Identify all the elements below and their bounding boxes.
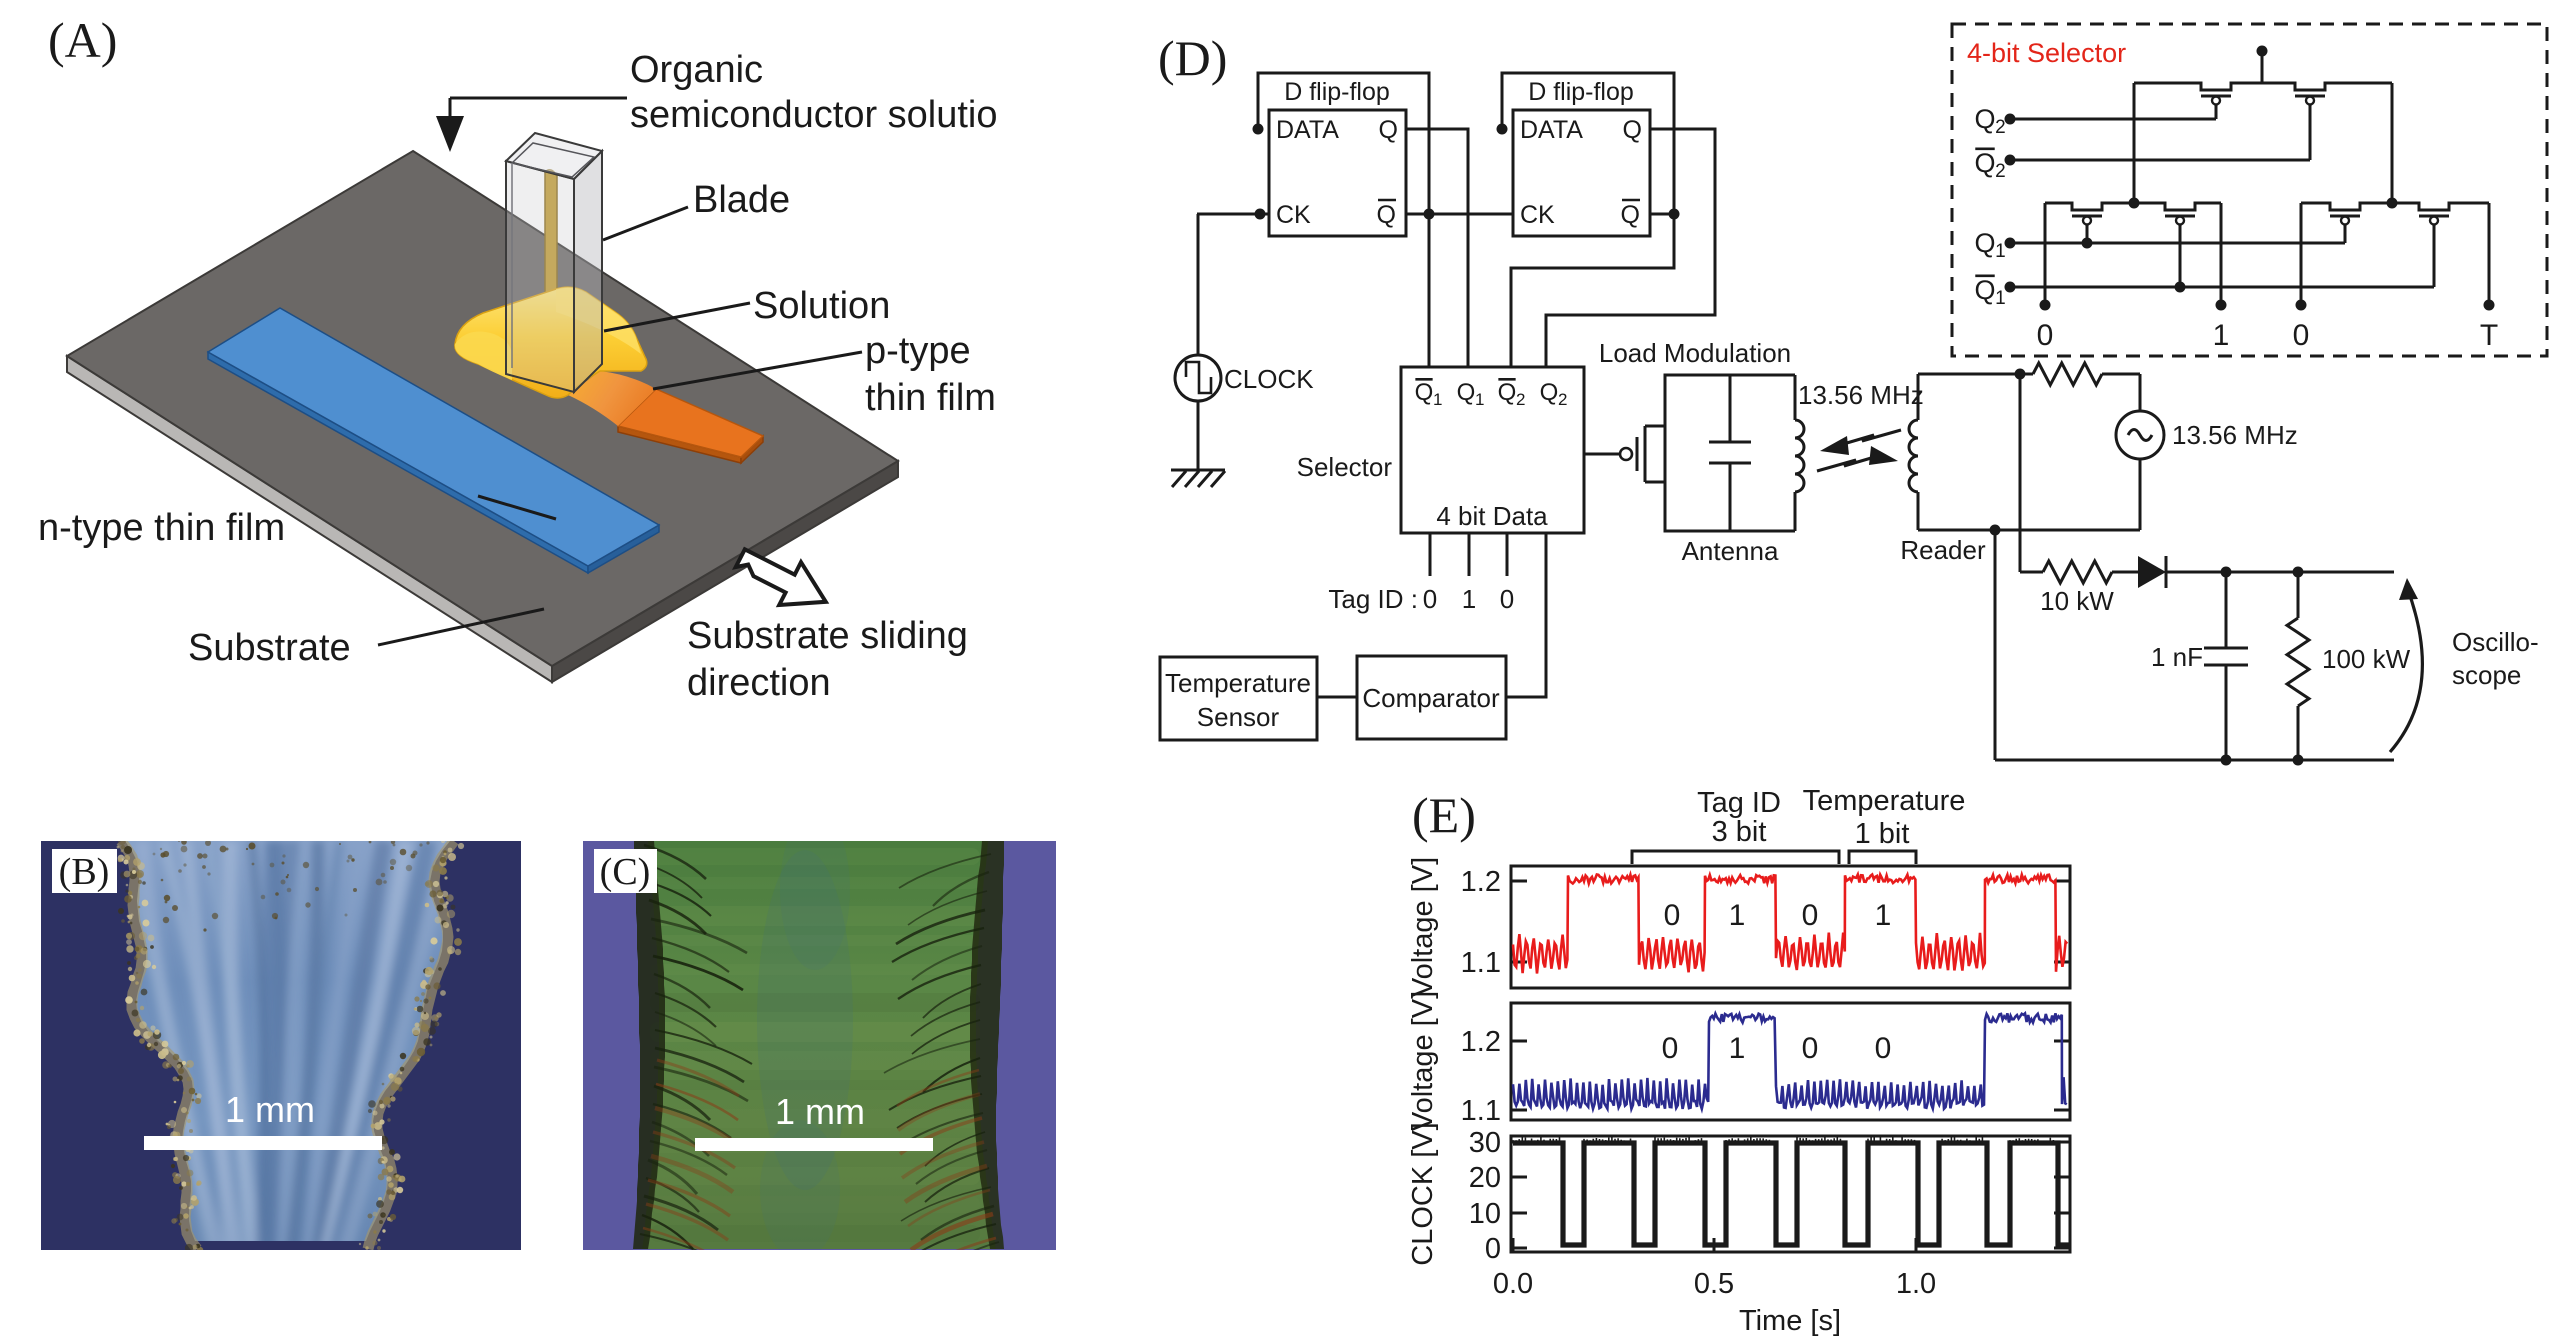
svg-text:Substrate sliding: Substrate sliding [687,615,968,657]
svg-text:Q: Q [1379,116,1398,144]
svg-text:1: 1 [1462,584,1476,614]
svg-text:(A): (A) [48,12,117,68]
svg-text:0: 0 [1500,584,1514,614]
svg-text:p-type: p-type [865,330,971,372]
svg-text:1: 1 [1433,390,1442,409]
svg-text:Q: Q [1377,201,1396,229]
svg-text:100 kW: 100 kW [2322,644,2411,674]
svg-text:CK: CK [1520,201,1555,229]
svg-text:0: 0 [1664,899,1681,932]
svg-text:1 bit: 1 bit [1855,818,1910,850]
svg-text:1.1: 1.1 [1461,947,1501,979]
svg-text:Load Modulation: Load Modulation [1599,338,1791,368]
svg-text:Comparator: Comparator [1362,683,1500,713]
svg-text:30: 30 [1469,1127,1501,1159]
svg-text:semiconductor solutio: semiconductor solutio [630,94,998,136]
svg-text:Voltage [V]: Voltage [V] [1407,991,1439,1131]
svg-text:Q: Q [1457,379,1476,406]
svg-text:Solution: Solution [753,285,890,327]
svg-text:n-type thin film: n-type thin film [38,507,285,549]
svg-text:0: 0 [1802,1032,1819,1065]
svg-text:1.2: 1.2 [1461,866,1501,898]
svg-text:Q: Q [1974,148,1995,178]
svg-text:2: 2 [1995,117,2006,138]
svg-text:scope: scope [2452,660,2521,690]
svg-text:0: 0 [2037,319,2054,352]
svg-text:D flip-flop: D flip-flop [1528,78,1634,106]
svg-text:Q: Q [1498,379,1517,406]
svg-text:1.1: 1.1 [1461,1095,1501,1127]
svg-text:13.56 MHz: 13.56 MHz [2172,420,2298,450]
svg-text:(E): (E) [1412,787,1476,843]
svg-text:Q: Q [1974,104,1995,134]
svg-text:Q: Q [1621,201,1640,229]
svg-text:DATA: DATA [1276,116,1339,144]
svg-text:Tag ID :: Tag ID : [1328,584,1418,614]
svg-text:3 bit: 3 bit [1712,816,1767,848]
svg-text:CLOCK [V]: CLOCK [V] [1407,1122,1439,1265]
svg-text:(C): (C) [600,851,651,893]
svg-text:0: 0 [1875,1032,1892,1065]
svg-text:2: 2 [1995,161,2006,182]
svg-text:Selector: Selector [1297,452,1393,482]
svg-text:(D): (D) [1158,30,1227,86]
svg-text:Q: Q [1974,275,1995,305]
svg-text:T: T [2480,319,2498,352]
svg-text:1: 1 [1995,288,2006,309]
svg-text:Tag ID: Tag ID [1697,787,1781,819]
svg-text:Temperature: Temperature [1803,785,1966,817]
svg-text:Q: Q [1415,379,1434,406]
svg-text:Time [s]: Time [s] [1739,1305,1841,1337]
svg-text:DATA: DATA [1520,116,1583,144]
svg-text:2: 2 [1516,390,1525,409]
svg-text:0.5: 0.5 [1694,1268,1734,1300]
svg-text:13.56 MHz: 13.56 MHz [1798,380,1924,410]
svg-text:Organic: Organic [630,49,763,91]
svg-text:Antenna: Antenna [1682,536,1779,566]
svg-text:Blade: Blade [693,179,790,221]
svg-text:1: 1 [1729,899,1746,932]
svg-text:10 kW: 10 kW [2040,586,2114,616]
svg-text:Voltage [V]: Voltage [V] [1407,857,1439,997]
svg-text:1: 1 [1995,241,2006,262]
svg-text:direction: direction [687,662,831,704]
svg-text:Q: Q [1623,116,1642,144]
svg-text:1: 1 [1729,1032,1746,1065]
svg-text:Temperature: Temperature [1165,668,1311,698]
svg-text:1: 1 [1475,390,1484,409]
svg-text:CK: CK [1276,201,1311,229]
svg-text:1: 1 [2213,319,2230,352]
svg-text:Q: Q [1974,228,1995,258]
svg-text:Q: Q [1540,379,1559,406]
svg-text:0: 0 [1662,1032,1679,1065]
svg-text:4-bit Selector: 4-bit Selector [1967,38,2126,68]
svg-text:1.2: 1.2 [1461,1026,1501,1058]
svg-text:Substrate: Substrate [188,627,351,669]
svg-text:1: 1 [1875,899,1892,932]
svg-text:1 mm: 1 mm [775,1091,865,1132]
svg-text:1.0: 1.0 [1896,1268,1936,1300]
svg-text:1 nF: 1 nF [2151,642,2203,672]
svg-text:10: 10 [1469,1198,1501,1230]
svg-text:4 bit Data: 4 bit Data [1436,501,1548,531]
svg-text:D flip-flop: D flip-flop [1284,78,1390,106]
svg-text:1 mm: 1 mm [225,1089,315,1130]
svg-text:0.0: 0.0 [1493,1268,1533,1300]
svg-text:Reader: Reader [1900,535,1986,565]
svg-text:Oscillo-: Oscillo- [2452,627,2539,657]
svg-text:0: 0 [1485,1233,1501,1265]
svg-text:0: 0 [1423,584,1437,614]
svg-text:0: 0 [2293,319,2310,352]
svg-text:Sensor: Sensor [1197,702,1280,732]
svg-text:CLOCK: CLOCK [1224,364,1314,394]
svg-text:20: 20 [1469,1162,1501,1194]
svg-text:thin film: thin film [865,377,996,419]
svg-text:0: 0 [1802,899,1819,932]
svg-text:2: 2 [1558,390,1567,409]
svg-text:(B): (B) [59,851,110,893]
